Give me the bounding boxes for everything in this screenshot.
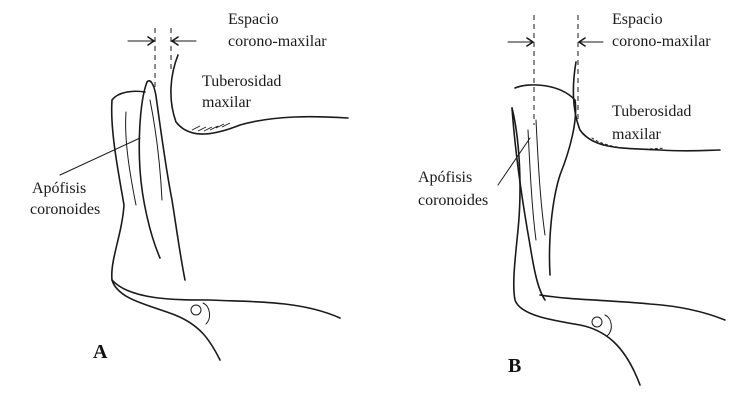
ramus-outline-b xyxy=(512,108,640,385)
tuberosity-label-b: Tuberosidad maxilar xyxy=(612,103,695,143)
mandible-lower-border-b xyxy=(540,295,725,320)
ramus-inner-line xyxy=(126,100,162,205)
tuberosity-label-a: Tuberosidad maxilar xyxy=(202,73,285,111)
mandible-lower-border xyxy=(112,280,340,318)
coronoid-leader-line-b xyxy=(498,138,530,185)
ramus-outline xyxy=(112,91,220,360)
coronoid-label-a: Apófisis coronoides xyxy=(30,180,100,218)
maxillary-tuberosity xyxy=(171,55,348,134)
ramus-inner-line-b xyxy=(528,120,545,240)
coronoid-label-b: Apófisis coronoides xyxy=(418,169,488,209)
space-arrow-left xyxy=(128,37,154,45)
coronoid-process-tip xyxy=(147,81,185,280)
space-label-a: Espacio corono-maxilar xyxy=(228,11,327,50)
coronoid-process-b xyxy=(515,85,576,275)
panel-letter-b: B xyxy=(508,355,521,377)
space-arrow-right xyxy=(172,37,196,45)
panel-b: Espacio corono-maxilar Tuberosidad maxil… xyxy=(418,11,725,385)
panel-letter-a: A xyxy=(93,341,108,363)
panel-a: Espacio corono-maxilar Tuberosidad maxil… xyxy=(30,11,348,363)
mental-foramen-a xyxy=(191,303,210,324)
space-arrow-left-b xyxy=(508,38,533,46)
coronoid-process xyxy=(139,82,160,258)
space-arrow-right-b xyxy=(579,38,603,46)
space-label-b: Espacio corono-maxilar xyxy=(612,11,711,50)
